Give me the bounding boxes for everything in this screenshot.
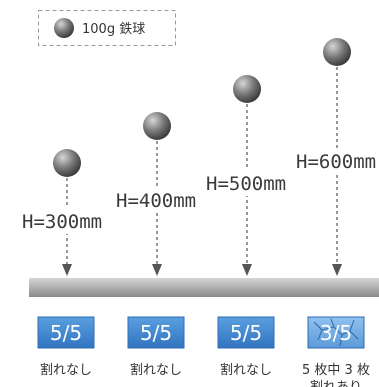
result-count: 5/5 xyxy=(50,321,82,345)
result-count: 3/5 xyxy=(320,321,352,345)
cracked-glass-sample xyxy=(307,316,365,349)
height-label: H=400mm xyxy=(116,190,196,212)
height-label: H=500mm xyxy=(206,173,286,195)
steel-ball xyxy=(323,38,351,66)
steel-ball xyxy=(143,112,171,140)
drop-arrow-head xyxy=(152,264,162,276)
crack-lines xyxy=(313,318,359,347)
height-label-bg xyxy=(294,148,379,174)
glass-sample xyxy=(127,316,185,349)
steel-ball xyxy=(53,149,81,177)
drop-column-500: H=500mm xyxy=(204,75,298,276)
drop-column-300: H=300mm xyxy=(20,149,114,276)
legend: 100g 鉄球 xyxy=(38,10,176,46)
drop-arrow-head xyxy=(242,264,252,276)
result-caption-line2: 割れあり xyxy=(310,379,362,387)
result-caption-line1: 5 枚中 3 枚 xyxy=(302,363,370,378)
steel-ball xyxy=(233,75,261,103)
result-sample-400: 5/5 割れなし xyxy=(127,316,185,378)
result-sample-300: 5/5 割れなし xyxy=(37,316,95,378)
legend-box xyxy=(38,10,176,46)
result-sample-600: 3/5 5 枚中 3 枚 割れあり xyxy=(302,316,370,387)
result-count: 5/5 xyxy=(140,321,172,345)
height-label: H=600mm xyxy=(296,151,376,173)
result-caption: 割れなし xyxy=(40,362,92,378)
result-sample-500: 5/5 割れなし xyxy=(217,316,275,378)
height-label: H=300mm xyxy=(22,211,102,233)
height-label-bg xyxy=(114,187,208,213)
legend-label: 100g 鉄球 xyxy=(82,22,145,37)
height-label-bg xyxy=(204,170,298,196)
drop-arrow-head xyxy=(332,264,342,276)
steel-ball-icon xyxy=(54,18,74,38)
result-count: 5/5 xyxy=(230,321,262,345)
result-caption: 割れなし xyxy=(220,362,272,378)
glass-sample xyxy=(217,316,275,349)
result-caption: 割れなし xyxy=(130,362,182,378)
drop-arrow-head xyxy=(62,264,72,276)
drop-column-600: H=600mm xyxy=(294,38,379,276)
floor-surface xyxy=(29,278,379,297)
height-label-bg xyxy=(20,208,114,234)
glass-sample xyxy=(37,316,95,349)
drop-column-400: H=400mm xyxy=(114,112,208,276)
